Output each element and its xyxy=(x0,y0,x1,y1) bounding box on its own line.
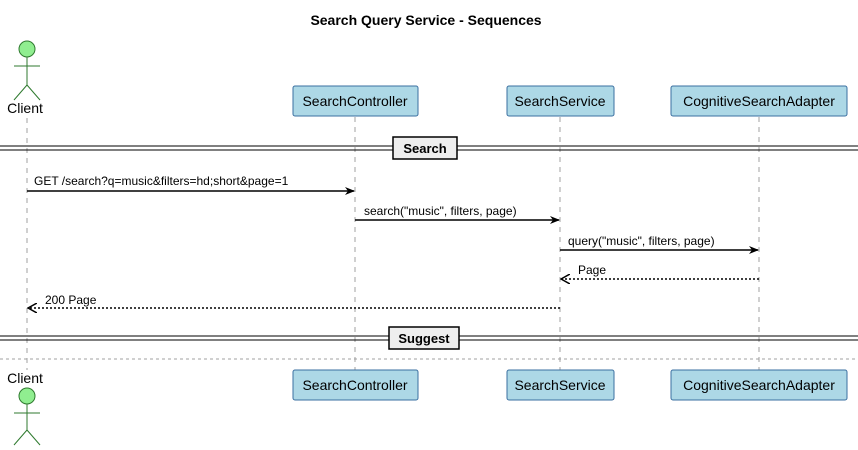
participant-label: CognitiveSearchAdapter xyxy=(683,93,835,109)
actor-head-icon xyxy=(18,40,36,58)
diagram-title: Search Query Service - Sequences xyxy=(310,12,541,28)
message-label: Page xyxy=(578,263,606,277)
participant-label: SearchService xyxy=(514,377,605,393)
message-label: GET /search?q=music&filters=hd;short&pag… xyxy=(34,174,289,188)
message-get-search: GET /search?q=music&filters=hd;short&pag… xyxy=(27,174,355,195)
participant-search-controller-top[interactable]: SearchController xyxy=(292,85,419,117)
message-label: 200 Page xyxy=(45,293,97,307)
actor-client-bottom[interactable]: Client xyxy=(7,370,43,446)
message-label: query("music", filters, page) xyxy=(568,234,715,248)
message-label: search("music", filters, page) xyxy=(364,204,517,218)
actor-label: Client xyxy=(7,370,43,386)
participant-cognitive-search-adapter-top[interactable]: CognitiveSearchAdapter xyxy=(670,85,848,117)
section-suggest: Suggest xyxy=(0,326,858,350)
section-label: Suggest xyxy=(398,331,450,346)
message-200-page-return: 200 Page xyxy=(28,293,560,308)
participant-label: CognitiveSearchAdapter xyxy=(683,377,835,393)
participant-search-service-top[interactable]: SearchService xyxy=(506,85,615,117)
section-search: Search xyxy=(0,136,858,160)
participant-search-controller-bottom[interactable]: SearchController xyxy=(292,369,419,401)
actor-label: Client xyxy=(7,100,43,116)
participant-label: SearchController xyxy=(302,377,407,393)
message-query-call: query("music", filters, page) xyxy=(560,234,759,254)
participant-label: SearchService xyxy=(514,93,605,109)
participant-search-service-bottom[interactable]: SearchService xyxy=(506,369,615,401)
actor-client-top[interactable]: Client xyxy=(7,40,43,116)
participant-label: SearchController xyxy=(302,93,407,109)
actor-head-icon xyxy=(18,387,36,405)
message-page-return: Page xyxy=(561,263,759,279)
message-search-call: search("music", filters, page) xyxy=(355,204,560,224)
participant-cognitive-search-adapter-bottom[interactable]: CognitiveSearchAdapter xyxy=(670,369,848,401)
section-label: Search xyxy=(403,141,446,156)
